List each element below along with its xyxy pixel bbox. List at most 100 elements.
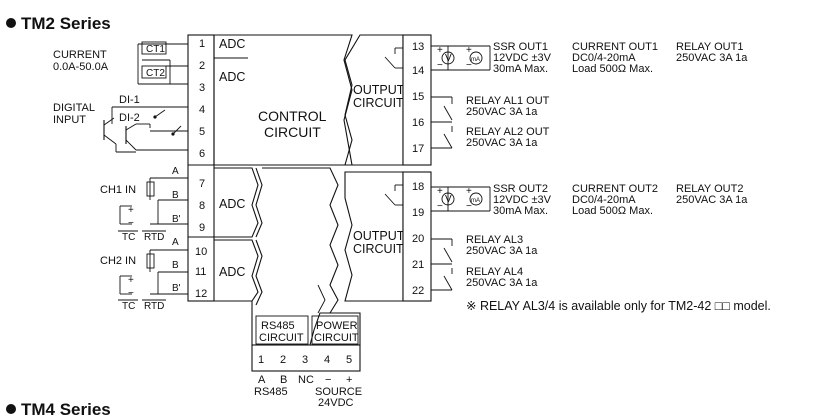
svg-text:mA: mA: [471, 57, 480, 63]
svg-text:250VAC 3A 1a: 250VAC 3A 1a: [466, 137, 538, 149]
svg-text:Load 500Ω Max.: Load 500Ω Max.: [572, 63, 653, 75]
right-terminal-block-1: 13 14 15 16 17: [402, 34, 432, 166]
svg-text:V: V: [445, 194, 452, 205]
svg-text:DC0/4-20mA: DC0/4-20mA: [572, 194, 636, 206]
power-circuit-2: CIRCUIT: [314, 332, 359, 344]
svg-text:12VDC ±3V: 12VDC ±3V: [493, 52, 552, 64]
svg-text:CURRENT: CURRENT: [53, 49, 107, 61]
terminal-14: 14: [412, 65, 424, 77]
terminal-22: 22: [412, 285, 424, 297]
svg-text:−: −: [437, 201, 443, 212]
current-input: CURRENT 0.0A-50.0A CT1 CT2: [53, 41, 188, 85]
power-circuit-1: POWER: [316, 320, 358, 332]
terminal-10: 10: [195, 246, 207, 258]
rs485-circuit-2: CIRCUIT: [259, 332, 304, 344]
output-label-1a: OUTPUT: [353, 83, 405, 97]
bottom-terminal-2: 2: [280, 354, 286, 366]
ch2-input: CH2 IN A B B' + − TC RTD: [100, 237, 188, 312]
ssr-out2-text: SSR OUT2 12VDC ±3V 30mA Max. CURRENT OUT…: [493, 183, 748, 217]
terminal-21: 21: [412, 259, 424, 271]
digital-input: DIGITAL INPUT DI-1 DI-2: [53, 94, 188, 153]
terminal-20: 20: [412, 233, 424, 245]
output-label-2a: OUTPUT: [353, 229, 405, 243]
svg-text:−: −: [128, 218, 134, 229]
svg-text:−: −: [466, 60, 472, 71]
bottom-terminal-5: 5: [346, 354, 352, 366]
svg-text:SSR OUT1: SSR OUT1: [493, 41, 548, 53]
terminal-15: 15: [412, 91, 424, 103]
svg-text:B': B': [172, 214, 181, 225]
svg-text:+: +: [466, 45, 472, 56]
svg-text:RELAY OUT2: RELAY OUT2: [676, 183, 743, 195]
svg-text:250VAC 3A 1a: 250VAC 3A 1a: [466, 277, 538, 289]
adc-1: ADC: [219, 37, 245, 51]
svg-text:12VDC ±3V: 12VDC ±3V: [493, 194, 552, 206]
svg-text:CURRENT OUT1: CURRENT OUT1: [572, 41, 658, 53]
bottom-terminal-block: 1 2 3 4 5 A B NC − + RS485 SOURCE 24VDC: [251, 344, 362, 409]
terminal-6: 6: [199, 148, 205, 160]
terminal-1: 1: [199, 38, 205, 50]
adc-2: ADC: [219, 70, 245, 84]
svg-text:+: +: [466, 186, 472, 197]
terminal-7: 7: [199, 178, 205, 190]
svg-text:−: −: [128, 288, 134, 299]
di1-label: DI-1: [119, 94, 140, 106]
svg-text:250VAC 3A 1a: 250VAC 3A 1a: [676, 194, 748, 206]
bottom-terminal-3: 3: [302, 354, 308, 366]
svg-text:+: +: [437, 45, 443, 56]
terminal-5: 5: [199, 126, 205, 138]
left-terminal-block: 1 2 3 4 5 6 7 8 9 10 11 12: [187, 34, 215, 302]
ssr-meter-2: V mA + − + −: [431, 186, 491, 212]
output-block-1: OUTPUT CIRCUIT: [344, 34, 405, 166]
svg-text:DIGITAL: DIGITAL: [53, 102, 95, 114]
title-tm2: TM2 Series: [21, 14, 111, 33]
ssr-out1-text: SSR OUT1 12VDC ±3V 30mA Max. CURRENT OUT…: [493, 41, 748, 75]
svg-text:RELAY AL3: RELAY AL3: [466, 234, 523, 246]
terminal-3: 3: [199, 82, 205, 94]
ch2-label: CH2 IN: [100, 255, 136, 267]
svg-text:250VAC 3A 1a: 250VAC 3A 1a: [466, 245, 538, 257]
svg-text:CURRENT OUT2: CURRENT OUT2: [572, 183, 658, 195]
svg-text:B': B': [172, 283, 181, 294]
bottom-label-a: A: [258, 374, 266, 386]
terminal-19: 19: [412, 207, 424, 219]
ct2-label: CT2: [146, 68, 165, 79]
ch2-tc: TC: [122, 301, 135, 312]
terminal-9: 9: [199, 222, 205, 234]
ammeter-icon-2: [469, 192, 483, 206]
ch1-input: CH1 IN A B B' + − TC RTD: [100, 166, 188, 243]
alarm-relays-2: RELAY AL3 250VAC 3A 1a RELAY AL4 250VAC …: [431, 234, 538, 291]
control-block: ADC ADC CONTROL CIRCUIT ADC ADC RS485 CI…: [213, 34, 361, 346]
svg-text:INPUT: INPUT: [53, 114, 86, 126]
adc-ch1: ADC: [219, 197, 245, 211]
bottom-label-nc: NC: [298, 374, 314, 386]
terminal-2: 2: [199, 60, 205, 72]
terminal-12: 12: [195, 288, 207, 300]
svg-text:+: +: [128, 205, 134, 216]
alarm-relays-1: RELAY AL1 OUT 250VAC 3A 1a RELAY AL2 OUT…: [431, 95, 550, 149]
bottom-terminal-1: 1: [258, 354, 264, 366]
bottom-label-b: B: [280, 374, 287, 386]
svg-text:+: +: [437, 186, 443, 197]
ch2-rtd: RTD: [144, 301, 164, 312]
model-note: ※ RELAY AL3/4 is available only for TM2-…: [466, 299, 771, 313]
svg-text:RELAY AL4: RELAY AL4: [466, 266, 523, 278]
svg-text:RELAY OUT1: RELAY OUT1: [676, 41, 743, 53]
title-tm4: TM4 Series: [21, 400, 111, 415]
ammeter-icon-1: [469, 51, 483, 65]
output-label-2b: CIRCUIT: [353, 242, 404, 256]
rs485-circuit-1: RS485: [261, 320, 295, 332]
ch1-label: CH1 IN: [100, 184, 136, 196]
svg-text:30mA Max.: 30mA Max.: [493, 63, 548, 75]
voltmeter-icon-2: [441, 192, 455, 206]
bottom-rs485: RS485: [254, 386, 288, 398]
terminal-17: 17: [412, 143, 424, 155]
terminal-4: 4: [199, 104, 205, 116]
control-label-2: CIRCUIT: [264, 124, 321, 140]
svg-text:V: V: [445, 53, 452, 64]
bottom-label-minus: −: [325, 374, 331, 386]
control-label-1: CONTROL: [258, 108, 327, 124]
svg-text:−: −: [437, 60, 443, 71]
